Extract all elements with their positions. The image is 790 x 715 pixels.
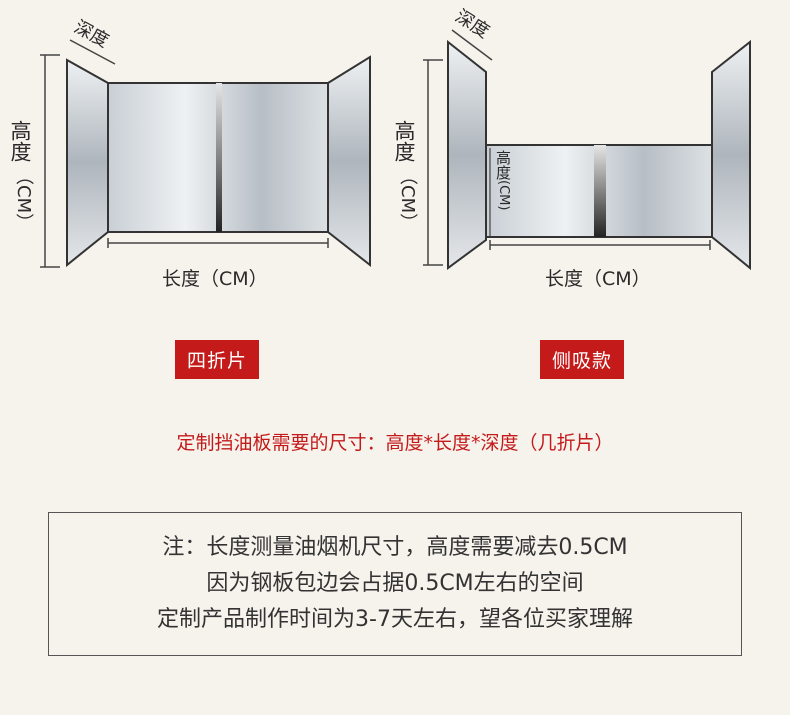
size-requirement-title: 定制挡油板需要的尺寸：高度*长度*深度（几折片）: [176, 432, 614, 454]
side-suction-panel: [423, 29, 751, 271]
note-line: 定制产品制作时间为3-7天左右，望各位买家理解: [157, 607, 633, 632]
right-length-label: 长度（CM）: [545, 268, 651, 290]
right-inner-height-label: 高度 (CM): [494, 150, 512, 211]
notes-box: 注：长度测量油烟机尺寸，高度需要减去0.5CM 因为钢板包边会占据0.5CM左右…: [48, 512, 742, 656]
right-height-label: 高度 （CM）: [392, 120, 418, 232]
left-length-label: 长度（CM）: [162, 268, 268, 290]
left-height-label: 高度 （CM）: [8, 120, 34, 232]
four-fold-panel: [40, 39, 371, 268]
tag-four-fold: 四折片: [175, 340, 260, 379]
panel-diagrams: [40, 29, 751, 271]
note-line: 因为钢板包边会占据0.5CM左右的空间: [206, 571, 584, 596]
note-line: 注：长度测量油烟机尺寸，高度需要减去0.5CM: [162, 535, 628, 560]
tag-side-suction: 侧吸款: [540, 340, 625, 379]
